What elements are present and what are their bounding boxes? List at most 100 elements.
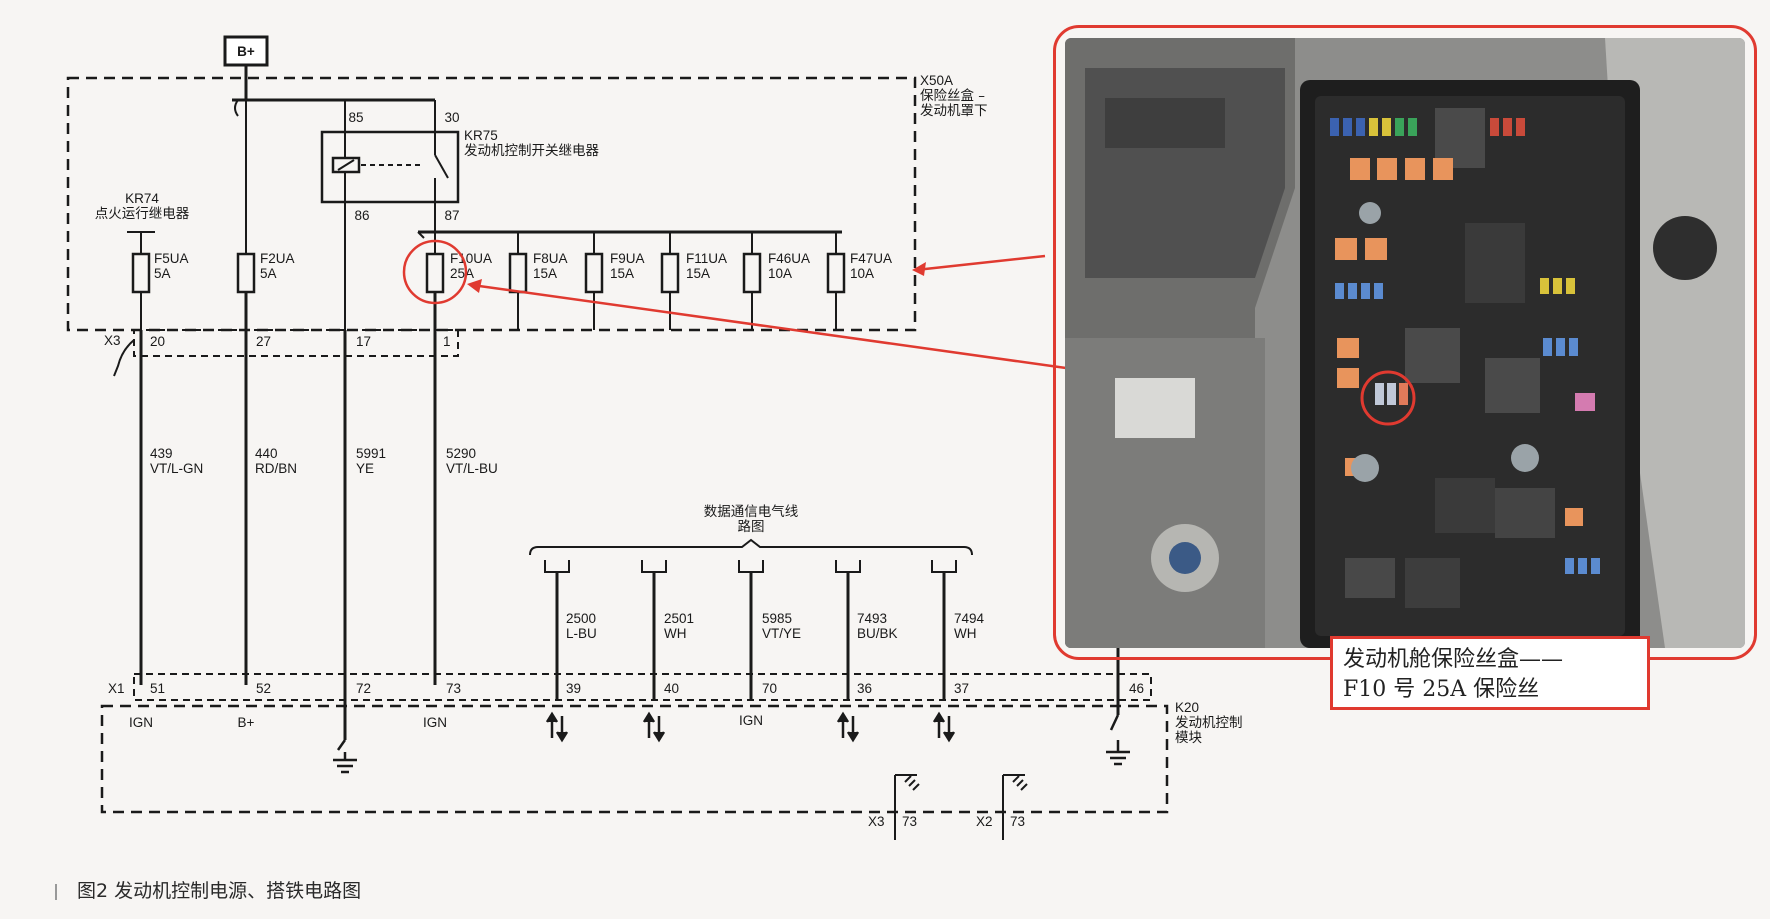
fuse-f9ua: F9UA 15A <box>584 232 645 330</box>
x3-id: X3 <box>104 333 121 348</box>
kr75-pin-30: 30 <box>444 110 459 125</box>
fuse-f47ua-id: F47UA <box>850 251 892 266</box>
pointer-arrow-f10 <box>467 279 482 293</box>
fuse-f47ua-rating: 10A <box>850 266 874 281</box>
kr75-name: 发动机控制开关继电器 <box>464 143 599 159</box>
ecm-pin-ign-2: IGN <box>423 715 447 730</box>
wire-5290-color: VT/L-BU <box>446 461 498 476</box>
fuse-f10ua-id: F10UA <box>450 251 492 266</box>
fuse-f5ua: F5UA 5A <box>131 251 189 330</box>
fuse-f8ua-rating: 15A <box>533 266 557 281</box>
kr74-id: KR74 <box>125 191 159 206</box>
kr75-pin-85: 85 <box>348 110 363 125</box>
x1-pin-52: 52 <box>256 681 271 696</box>
photo-caption-line-1: 发动机舱保险丝盒—— <box>1343 647 1564 672</box>
x1-pin-37: 37 <box>954 681 969 696</box>
ground-symbol-46 <box>1106 714 1130 766</box>
photo-caption-line-2: F10 号 25A 保险丝 <box>1343 677 1540 702</box>
case-ground-x3-id: X3 <box>868 814 885 829</box>
x3-pin-20: 20 <box>150 334 165 349</box>
case-ground-x3-pin: 73 <box>902 814 917 829</box>
x3-connector <box>133 329 459 357</box>
bus-7493-color: BU/BK <box>857 626 898 641</box>
x1-connector <box>133 673 1152 701</box>
kr75-id: KR75 <box>464 128 498 143</box>
bus-wire-5985: 5985 VT/YE <box>738 560 801 700</box>
wire-5991-color: YE <box>356 461 374 476</box>
x1-pin-72: 72 <box>356 681 371 696</box>
kr75-pin-87: 87 <box>444 208 459 223</box>
kr75-contact-arm <box>434 154 449 179</box>
bus-2501-color: WH <box>664 626 687 641</box>
fuse-f5ua-rating: 5A <box>154 266 171 281</box>
case-ground-x2-pin: 73 <box>1010 814 1025 829</box>
fuse-f9ua-rating: 15A <box>610 266 634 281</box>
x3-pin-27: 27 <box>256 334 271 349</box>
ecm-pin-ign-3: IGN <box>739 713 763 728</box>
bus-wire-7493: 7493 BU/BK <box>835 560 898 700</box>
x1-pin-70: 70 <box>762 681 777 696</box>
fuse-f46ua-rating: 10A <box>768 266 792 281</box>
data-arrows <box>545 711 956 743</box>
photo-caption-box: 发动机舱保险丝盒—— F10 号 25A 保险丝 <box>1330 636 1650 710</box>
fuse-f47ua: F47UA 10A <box>826 232 892 330</box>
wire-5290-circuit: 5290 <box>446 446 476 461</box>
pointer-line-f47 <box>915 254 1046 272</box>
ecm-pin-bplus: B+ <box>238 715 255 730</box>
x1-pin-46: 46 <box>1129 681 1144 696</box>
fuse-f2ua-id: F2UA <box>260 251 295 266</box>
bus-7494-color: WH <box>954 626 977 641</box>
fuse-f46ua-id: F46UA <box>768 251 810 266</box>
wire-5991-circuit: 5991 <box>356 446 386 461</box>
f10ua-highlight-circle <box>402 239 468 305</box>
bus-7493-circuit: 7493 <box>857 611 887 626</box>
x3-hook <box>113 339 135 377</box>
fuse-box-name-2: 发动机罩下 <box>920 103 988 119</box>
case-ground-x2: X2 73 <box>976 774 1028 840</box>
b-plus-label: B+ <box>237 44 255 59</box>
x3-pin-1: 1 <box>443 334 451 349</box>
kr75-pin-86: 86 <box>354 208 369 223</box>
ecm-pin-ign-1: IGN <box>129 715 153 730</box>
ground-symbol-72 <box>333 739 357 774</box>
bus-wire-7494: 7494 WH <box>931 560 985 700</box>
bus-5985-color: VT/YE <box>762 626 801 641</box>
data-bus-title-1: 数据通信电气线 <box>704 504 799 520</box>
wire-440-color: RD/BN <box>255 461 297 476</box>
x1-pin-40: 40 <box>664 681 679 696</box>
fuse-f9ua-id: F9UA <box>610 251 645 266</box>
bus-7494-circuit: 7494 <box>954 611 985 626</box>
photo-frame <box>1053 25 1757 660</box>
bus-wire-2501: 2501 WH <box>641 560 694 700</box>
ecm-name-1: 发动机控制 <box>1175 715 1243 731</box>
bus-2500-circuit: 2500 <box>566 611 596 626</box>
figure-caption: 图2 发动机控制电源、搭铁电路图 <box>55 876 361 903</box>
fuse-f2ua-rating: 5A <box>260 266 277 281</box>
x1-id: X1 <box>108 681 125 696</box>
fuse-f2ua: F2UA 5A <box>236 100 295 294</box>
kr74-name: 点火运行继电器 <box>95 206 190 222</box>
bus-hook-87 <box>417 231 425 239</box>
figure-caption-text: 图2 发动机控制电源、搭铁电路图 <box>77 880 362 902</box>
data-bus-bracket <box>529 538 973 556</box>
ecm-id: K20 <box>1175 700 1199 715</box>
fuse-f11ua: F11UA 15A <box>660 232 727 330</box>
x3-pin-17: 17 <box>356 334 371 349</box>
bus-2501-circuit: 2501 <box>664 611 694 626</box>
kr75-relay-box <box>320 130 460 204</box>
fuse-f8ua: F8UA 15A <box>508 232 568 330</box>
fuse-f11ua-rating: 15A <box>686 266 710 281</box>
fuse-box-name-1: 保险丝盒 – <box>920 87 985 104</box>
fuse-box-id: X50A <box>920 73 953 88</box>
caption-separator <box>55 883 57 900</box>
bus-2500-color: L-BU <box>566 626 597 641</box>
x1-pin-51: 51 <box>150 681 165 696</box>
fuse-box-photo <box>1065 38 1745 648</box>
case-ground-x3: X3 73 <box>868 774 920 840</box>
fuse-f11ua-id: F11UA <box>686 251 727 266</box>
x1-pin-39: 39 <box>566 681 581 696</box>
fuse-f46ua: F46UA 10A <box>742 232 810 330</box>
fuse-f5ua-id: F5UA <box>154 251 189 266</box>
wire-439-circuit: 439 <box>150 446 173 461</box>
